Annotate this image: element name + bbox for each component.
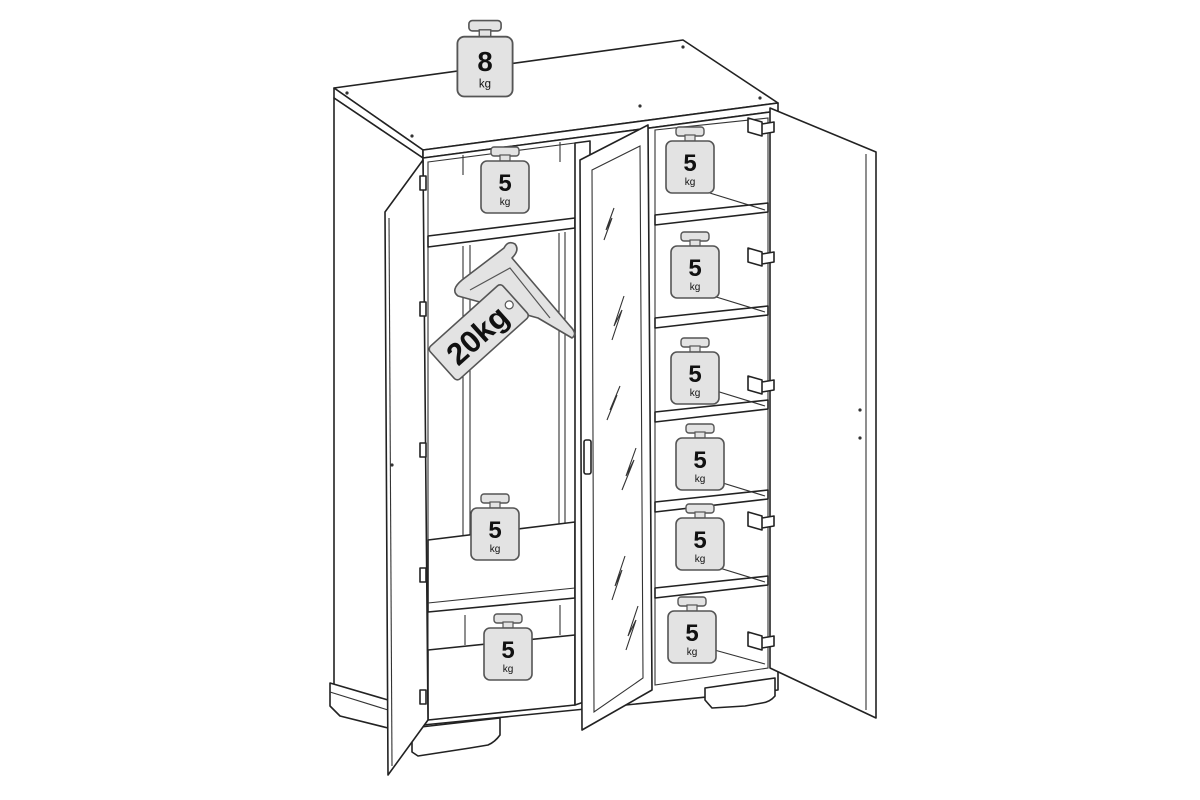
- weight-icon: 5kg: [670, 231, 720, 299]
- weight-unit: kg: [695, 474, 706, 485]
- weight-unit: kg: [479, 78, 491, 90]
- weight-value: 5: [688, 255, 701, 282]
- right-plinth: [704, 677, 776, 709]
- weight-unit: kg: [690, 282, 701, 293]
- weight-value: 5: [693, 527, 706, 554]
- weight-icon: 5kg: [470, 493, 520, 561]
- weight-unit: kg: [685, 177, 696, 188]
- weight-value: 8: [477, 46, 492, 77]
- weight-icon: 5kg: [675, 503, 725, 571]
- weight-value: 5: [688, 361, 701, 388]
- weight-unit: kg: [695, 554, 706, 565]
- weight-unit: kg: [687, 647, 698, 658]
- center-plinth: [411, 717, 501, 757]
- weight-icon: 5kg: [483, 613, 533, 681]
- hanger-tag: [428, 284, 530, 381]
- mirror-door-handle[interactable]: [583, 439, 592, 475]
- weight-icon: 8kg: [456, 19, 514, 98]
- left-door[interactable]: [384, 159, 429, 776]
- hanger-icon: [454, 241, 576, 339]
- weight-value: 5: [685, 620, 698, 647]
- right-shelves: [654, 189, 769, 665]
- weight-unit: kg: [500, 197, 511, 208]
- left-plinth: [329, 682, 389, 729]
- weight-value: 5: [498, 170, 511, 197]
- mirror-reflection-marks: [603, 207, 639, 651]
- weight-icon: 5kg: [665, 126, 715, 194]
- left-door-hinges: [419, 175, 427, 705]
- right-door[interactable]: [747, 107, 877, 719]
- weight-value: 5: [488, 517, 501, 544]
- weight-value: 5: [693, 447, 706, 474]
- mirror-door[interactable]: [579, 124, 653, 731]
- weight-unit: kg: [503, 664, 514, 675]
- weight-unit: kg: [690, 388, 701, 399]
- weight-icon: 5kg: [667, 596, 717, 664]
- weight-value: 5: [501, 637, 514, 664]
- weight-icon: 5kg: [670, 337, 720, 405]
- weight-value: 5: [683, 150, 696, 177]
- weight-icon: 5kg: [480, 146, 530, 214]
- weight-unit: kg: [490, 544, 501, 555]
- weight-icon: 5kg: [675, 423, 725, 491]
- right-door-hinges: [747, 117, 775, 651]
